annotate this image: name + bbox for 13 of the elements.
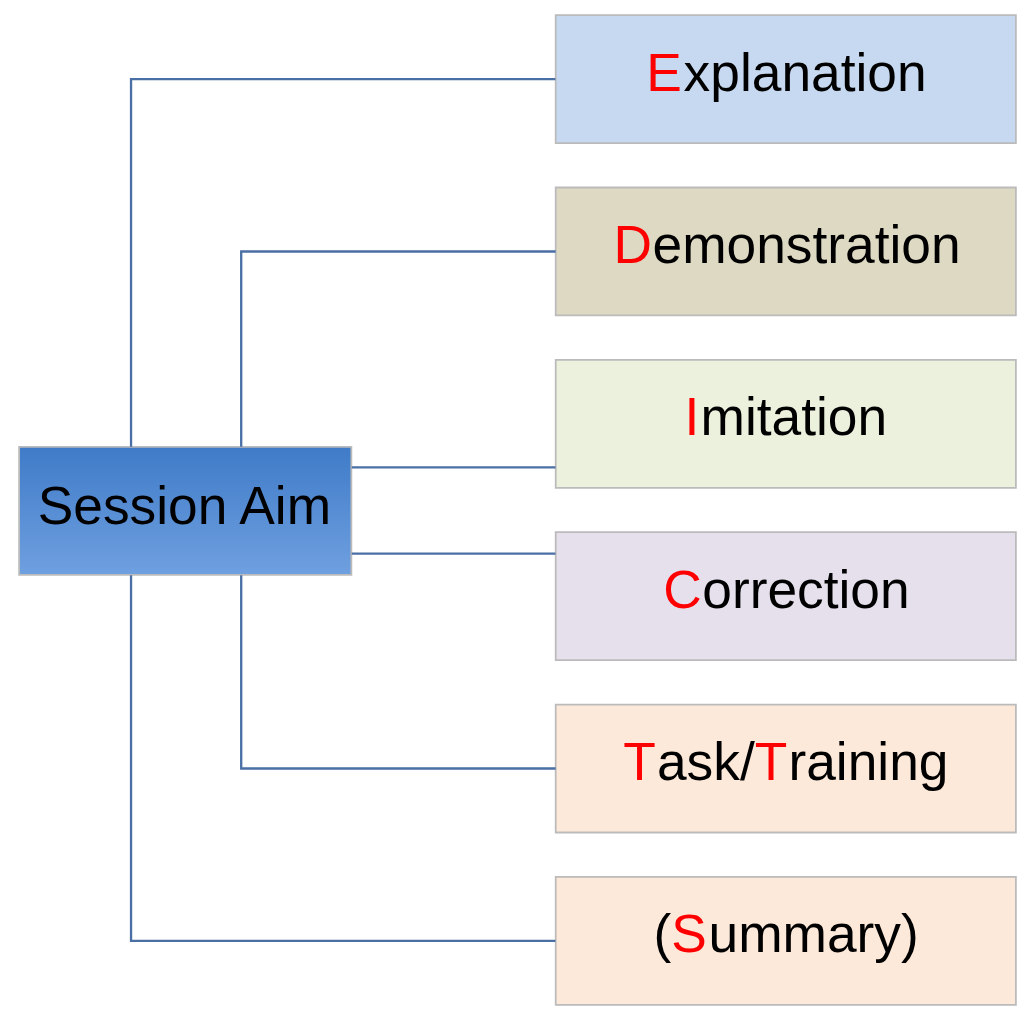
- node-box: Correction: [554, 531, 1017, 662]
- connector: [129, 575, 555, 943]
- connector: [239, 250, 556, 447]
- connector: [239, 575, 556, 770]
- node-box: Demonstration: [554, 186, 1017, 317]
- node-box: Task/Training: [554, 703, 1017, 834]
- node-box: Session Aim: [17, 446, 352, 576]
- node-box: (Summary): [554, 876, 1017, 1006]
- node-box: Explanation: [554, 14, 1017, 144]
- connector: [351, 466, 555, 469]
- connector: [129, 77, 555, 447]
- connector: [351, 552, 555, 555]
- node-box: Imitation: [554, 358, 1017, 489]
